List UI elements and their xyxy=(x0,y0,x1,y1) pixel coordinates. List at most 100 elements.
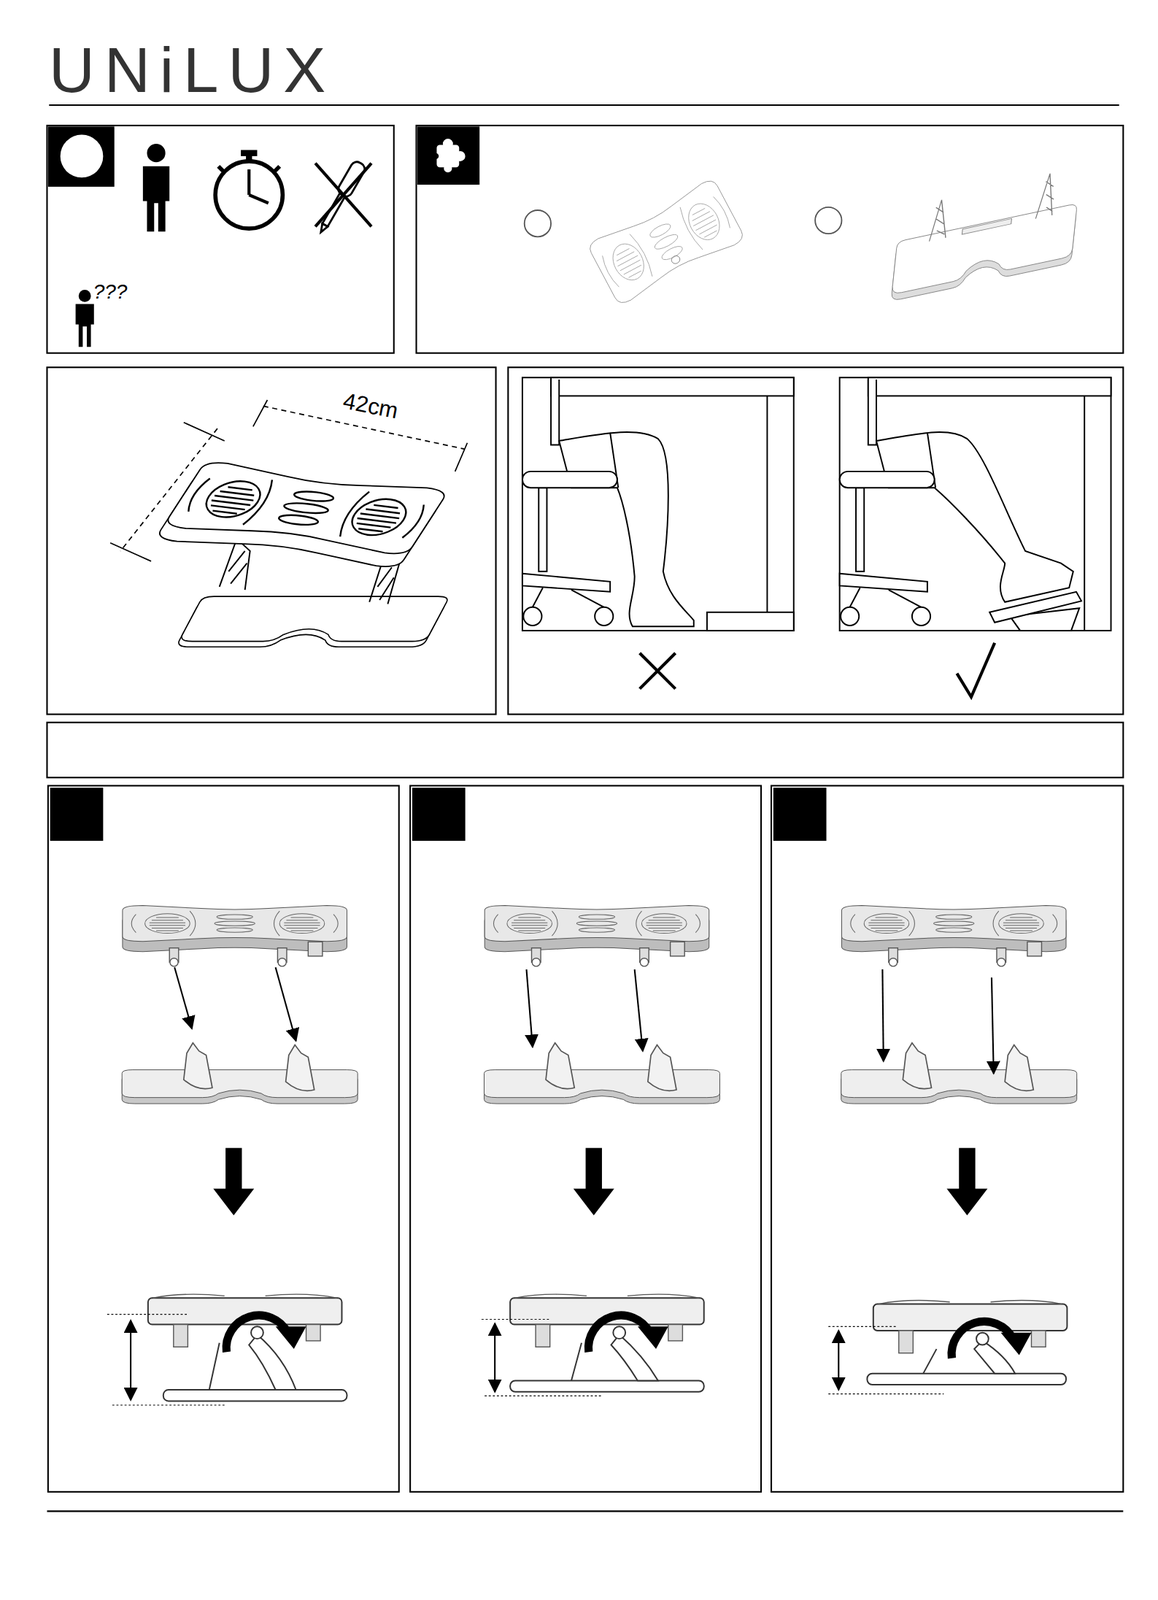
posture-right xyxy=(850,587,861,608)
step-assembly-figure xyxy=(841,1042,1078,1104)
footrest-illustration xyxy=(179,472,432,545)
step-arrow xyxy=(573,1147,615,1215)
footrest-base-part xyxy=(961,218,1012,235)
posture-wrong xyxy=(594,607,613,626)
question-person-icon xyxy=(75,289,95,347)
question-person-icon xyxy=(75,304,95,348)
step-assembly-figure xyxy=(483,1042,720,1104)
no-tools-icon xyxy=(315,163,372,227)
rotate-arrowhead xyxy=(275,1325,1032,1355)
footrest-top-part xyxy=(669,253,681,265)
posture-right xyxy=(1083,395,1086,631)
posture-wrong xyxy=(523,607,542,626)
header-rule xyxy=(48,104,1119,106)
part-circle xyxy=(815,207,842,234)
dimension-panel xyxy=(46,367,496,714)
posture-right xyxy=(912,607,931,626)
question-marks: ??? xyxy=(93,281,128,303)
posture-right xyxy=(839,471,935,488)
height-arrow xyxy=(129,1319,132,1400)
footrest-illustration xyxy=(175,596,450,647)
posture-wrong xyxy=(550,379,559,445)
guide-line xyxy=(107,1313,189,1315)
fit-arrow xyxy=(275,966,297,1041)
step-panel xyxy=(771,785,1123,1491)
dimension-line xyxy=(110,399,467,562)
footrest-illustration xyxy=(163,460,449,556)
step-assembly-figure xyxy=(121,905,1077,1104)
side-view xyxy=(866,1373,1067,1385)
footrest-base-part xyxy=(890,167,1081,302)
step-arrow xyxy=(213,1147,254,1215)
step-arrow xyxy=(946,1147,988,1215)
step-assembly-figure xyxy=(484,905,710,967)
footrest-illustration xyxy=(155,460,449,569)
check-mark xyxy=(956,642,995,697)
footrest-top-part xyxy=(586,177,746,306)
dimension-line xyxy=(455,442,468,472)
info-badge xyxy=(48,126,115,187)
guide-line xyxy=(107,1314,944,1405)
parts-badge xyxy=(442,138,454,149)
fit-arrow xyxy=(174,966,994,1073)
info-badge xyxy=(48,126,115,187)
brand-logo-holder: UNiLUX xyxy=(48,37,335,102)
posture-wrong xyxy=(532,587,543,608)
guide-line xyxy=(828,1392,944,1394)
stopwatch-icon xyxy=(245,154,252,161)
side-view xyxy=(571,1342,582,1381)
step-badge xyxy=(50,787,104,841)
side-view xyxy=(510,1379,705,1391)
footer-rule xyxy=(46,1509,1123,1512)
guide-line xyxy=(484,1395,602,1396)
footrest-illustration xyxy=(178,596,450,642)
person-icon xyxy=(143,143,170,232)
info-badge xyxy=(60,134,104,179)
step-panel xyxy=(410,785,762,1491)
dimension-line xyxy=(183,422,225,441)
footrest-base-part xyxy=(891,203,1078,295)
posture-right xyxy=(839,573,928,592)
parts-badge xyxy=(443,164,452,173)
side-view xyxy=(974,1340,1015,1374)
dimension-line xyxy=(253,399,268,427)
height-arrow xyxy=(837,1330,840,1390)
posture-wrong xyxy=(538,487,547,572)
side-view xyxy=(251,1325,264,1339)
fit-arrow xyxy=(882,969,883,1061)
step-panel xyxy=(48,785,400,1491)
parts-badge xyxy=(417,126,480,185)
posture-right xyxy=(840,607,859,626)
rotate-arrow xyxy=(226,1314,1013,1358)
footrest-illustration xyxy=(155,460,451,647)
side-view xyxy=(248,1334,296,1390)
footrest-base-part xyxy=(929,172,1057,242)
wrong-mark xyxy=(639,653,676,689)
fit-arrow xyxy=(174,966,192,1029)
question-marks-holder: ??? xyxy=(93,281,128,303)
heading-bar xyxy=(46,722,1123,778)
no-tools-icon xyxy=(315,163,372,227)
posture-wrong xyxy=(558,431,694,627)
fit-arrow xyxy=(991,977,994,1073)
step-assembly-figure xyxy=(841,905,1067,967)
dimension-label: 42cm xyxy=(340,389,400,423)
posture-right xyxy=(876,431,1074,602)
posture-wrong xyxy=(522,377,794,631)
parts-badge xyxy=(417,126,480,185)
posture-panel xyxy=(507,367,1123,714)
question-person-icon xyxy=(78,289,92,303)
dimension-line xyxy=(110,542,152,562)
posture-wrong xyxy=(522,377,794,631)
part-circle xyxy=(524,210,551,237)
fit-arrow xyxy=(634,969,643,1051)
check-mark xyxy=(956,642,995,697)
dimension-panel xyxy=(46,367,496,714)
step-badge xyxy=(773,787,827,841)
rotate-arrowhead xyxy=(275,1325,307,1349)
posture-right xyxy=(839,377,1112,631)
posture-wrong xyxy=(707,612,794,631)
wrong-mark xyxy=(639,653,676,689)
